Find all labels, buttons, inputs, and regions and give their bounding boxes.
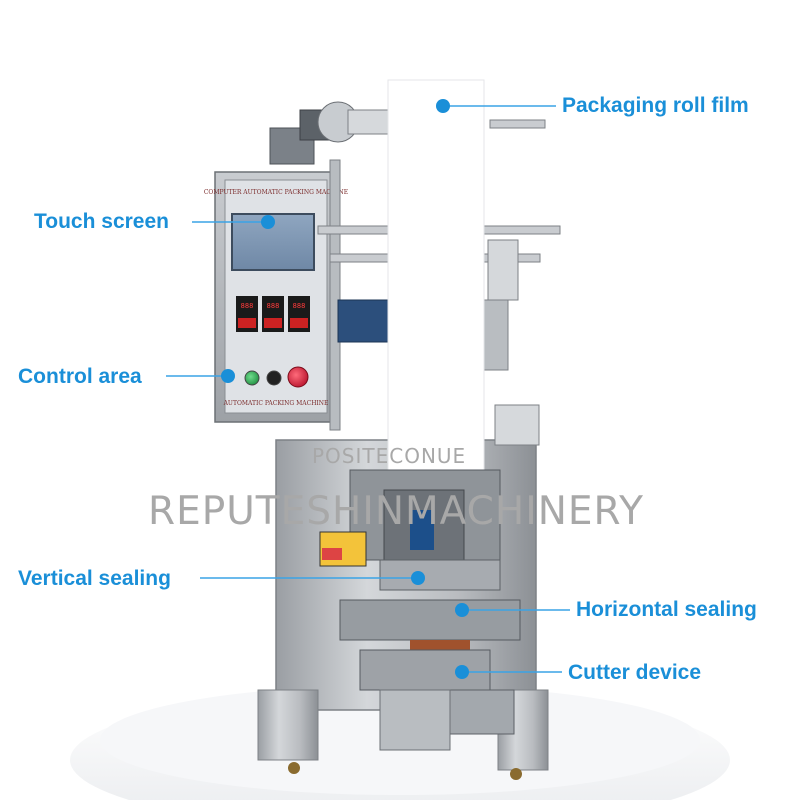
callout-dot-icon: [455, 665, 469, 679]
blue-motor: [337, 299, 391, 343]
watermark-main: REPUTESHINMACHINERY: [148, 489, 644, 534]
callout-dot-icon: [261, 215, 275, 229]
packaging-roll-film: [387, 79, 485, 481]
callout-packaging-roll-film: Packaging roll film: [562, 94, 749, 117]
callout-control-area: Control area: [18, 365, 142, 388]
lower-motor: [449, 689, 515, 735]
temperature-meters: 888 888 888: [236, 296, 310, 332]
film-arm-right: [487, 239, 519, 301]
watermark-top: POSITECONUE: [312, 444, 467, 468]
vertical-sealer: [379, 559, 501, 591]
panel-header-text: COMPUTER AUTOMATIC PACKING MACHINE: [204, 189, 348, 196]
cutter-assembly: [359, 649, 491, 691]
base-leg-left: [257, 689, 319, 761]
caster-left: [288, 762, 300, 774]
meter-2-readout: 888: [267, 302, 280, 310]
callout-dots: [221, 99, 469, 679]
meter-1-readout: 888: [241, 302, 254, 310]
panel-footer-text: AUTOMATIC PACKING MACHINE: [223, 400, 329, 407]
film-mast: [329, 159, 341, 431]
horizontal-sealer: [339, 599, 521, 641]
callout-vertical-sealing: Vertical sealing: [18, 567, 171, 590]
callout-dot-icon: [455, 603, 469, 617]
green-button-icon[interactable]: [244, 370, 260, 386]
black-button-icon[interactable]: [266, 370, 282, 386]
callout-dot-icon: [411, 571, 425, 585]
meter-3-readout: 888: [293, 302, 306, 310]
callout-cutter-device: Cutter device: [568, 661, 702, 684]
callout-lines: [166, 105, 570, 673]
caster-right: [510, 768, 522, 780]
callout-horizontal-sealing: Horizontal sealing: [576, 598, 757, 621]
callout-dot-icon: [221, 369, 235, 383]
callout-touch-screen: Touch screen: [34, 210, 169, 233]
right-bracket: [494, 404, 540, 446]
emergency-stop-icon[interactable]: [287, 366, 309, 388]
callout-dot-icon: [436, 99, 450, 113]
